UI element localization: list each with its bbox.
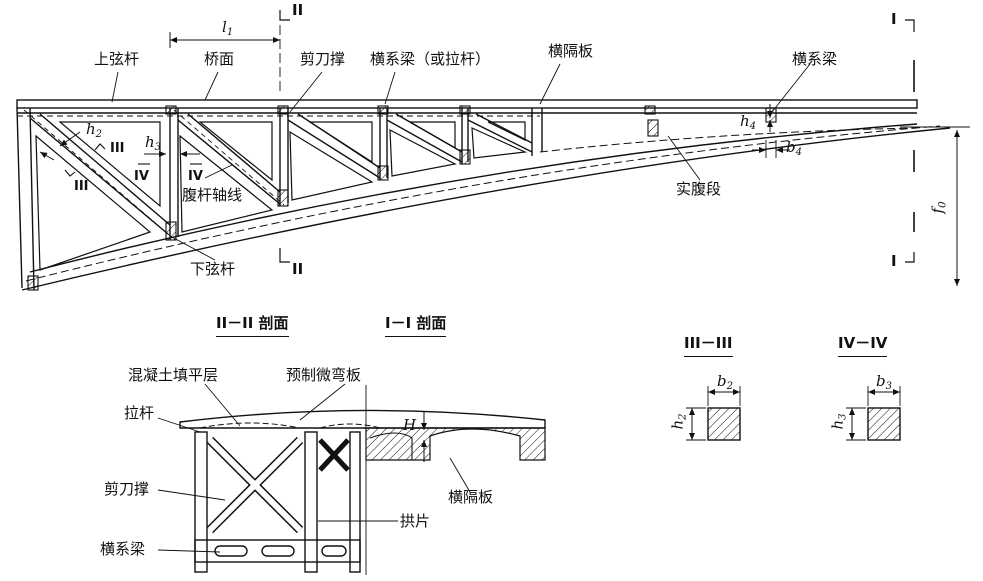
section-mark-I-top: I xyxy=(891,10,897,28)
opening-2-upper xyxy=(198,121,273,182)
label-precast-slab: 预制微弯板 xyxy=(286,366,362,384)
detail-sections xyxy=(686,386,901,441)
opening-3-lower xyxy=(289,130,374,201)
label-solid-web: 实腹段 xyxy=(676,180,722,198)
label-h4: h4 xyxy=(740,112,757,132)
opening-4-lower xyxy=(389,128,457,177)
diagonal-1 xyxy=(29,117,169,235)
label-h3-detail: h3 xyxy=(828,413,849,430)
solid-web-curve xyxy=(539,127,918,153)
section-mark-II-bottom: II xyxy=(292,260,304,278)
diagonal-2 xyxy=(177,119,281,205)
title-section-I: I－I 剖面 xyxy=(385,312,447,337)
label-tie-rod: 拉杆 xyxy=(124,404,155,422)
bottom-chord-outer xyxy=(21,127,951,291)
label-top-chord: 上弦杆 xyxy=(94,50,140,68)
label-deck: 桥面 xyxy=(204,50,235,68)
label-concrete-fill: 混凝土填平层 xyxy=(128,366,219,384)
section-mark-IV-b: IV xyxy=(188,169,203,184)
opening-left-lower xyxy=(35,134,152,271)
diagonal-4 xyxy=(386,119,463,163)
label-f0: f0 xyxy=(928,201,949,214)
diagonal-3 xyxy=(287,119,381,179)
diagonal-5 xyxy=(467,119,533,153)
opening-3-upper xyxy=(307,121,373,164)
opening-5-upper xyxy=(487,121,526,141)
section-mark-I-bottom: I xyxy=(891,252,897,270)
cross-section-view xyxy=(157,383,546,575)
section-mark-III-a: III xyxy=(110,141,125,156)
label-cross-beam-section: 横系梁 xyxy=(100,540,146,558)
elevation-view xyxy=(16,10,970,291)
section-mark-II-top: II xyxy=(292,1,304,19)
section-IV-square xyxy=(867,407,901,441)
title-section-III: III－III xyxy=(684,332,733,357)
label-b3: b3 xyxy=(876,372,892,392)
opening-5-lower xyxy=(471,127,528,159)
label-h2-detail: h2 xyxy=(668,413,689,430)
end-post xyxy=(16,107,23,289)
label-web-axis: 腹杆轴线 xyxy=(182,186,243,204)
cross-deck xyxy=(179,409,546,429)
title-section-IV: IV－IV xyxy=(838,332,888,357)
label-bottom-chord: 下弦杆 xyxy=(190,260,236,278)
arch-rib-left xyxy=(194,431,208,573)
cross-beam-strip xyxy=(194,539,361,563)
section-mark-IV-a: IV xyxy=(134,169,149,184)
label-H: H xyxy=(403,416,417,434)
label-scissor-brace-section: 剪刀撑 xyxy=(104,480,150,498)
label-cross-beam: 横系梁 xyxy=(792,50,838,68)
opening-4-upper xyxy=(407,121,456,150)
label-cross-beam-or-tie: 横系梁（或拉杆） xyxy=(370,50,491,68)
label-h2: h2 xyxy=(86,120,103,140)
opening-2-lower xyxy=(179,134,274,233)
label-b4: b4 xyxy=(786,138,802,158)
bottom-chord-inner xyxy=(29,123,918,273)
label-scissor-brace: 剪刀撑 xyxy=(300,50,346,68)
opening-left-upper xyxy=(58,121,161,208)
label-h3: h3 xyxy=(145,133,162,153)
arch-rib-mid xyxy=(304,431,318,573)
label-diaphragm-section: 横隔板 xyxy=(448,488,494,506)
section-mark-III-b: III xyxy=(74,179,89,194)
section-III-square xyxy=(707,407,741,441)
label-l1: l1 xyxy=(222,18,234,38)
label-diaphragm: 横隔板 xyxy=(548,42,594,60)
diaphragm-section xyxy=(365,427,546,461)
label-arch-rib: 拱片 xyxy=(400,512,431,530)
label-b2: b2 xyxy=(717,372,733,392)
title-section-II: II－II 剖面 xyxy=(216,312,289,337)
